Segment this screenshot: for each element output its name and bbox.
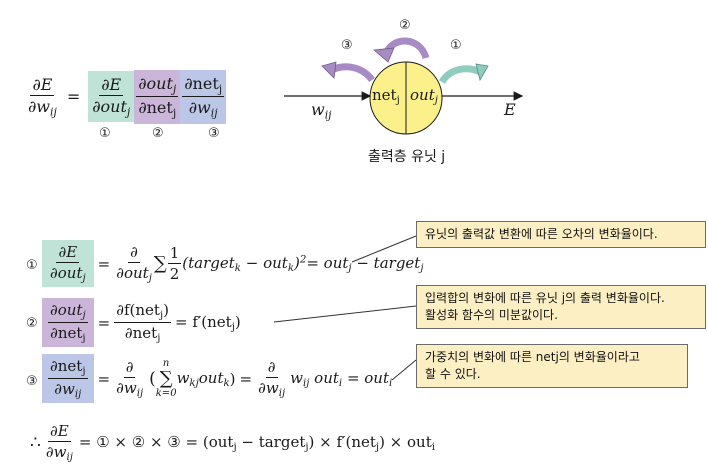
neuron-diagram [284, 37, 524, 135]
eq3-lhs-box: ∂netj ∂wij [42, 354, 94, 404]
neuron-marker-2: ② [399, 18, 411, 33]
marker-2: ② [152, 126, 164, 141]
eq3-derivative-2: ∂ ∂wij [258, 358, 286, 400]
eq3-derivative: ∂ ∂wij [116, 358, 144, 400]
neuron-net-label: netj [372, 86, 400, 107]
note-2: 입력합의 변화에 따른 유닛 j의 출력 변화율이다. 활성화 함수의 미분값이… [416, 285, 706, 329]
eq2-lhs-box: ∂outj ∂netj [42, 298, 94, 348]
top-lhs-fraction: ∂E ∂wij [28, 75, 57, 119]
eq3-sum: n ∑ k=0 [155, 357, 177, 399]
final-equation: ∴ ∂E ∂wij = ① × ② × ③ = (outj − targetj)… [30, 422, 436, 464]
eq1-sum: ∑ [153, 253, 167, 275]
eq1-marker: ① [26, 258, 38, 273]
output-error-label: E [504, 100, 516, 119]
marker-1: ① [99, 126, 111, 141]
leader-1 [351, 235, 417, 263]
equation-1: ∂E ∂outj = ∂ ∂outj ∑ 1 2 (targetk − outk… [42, 240, 424, 288]
marker-3: ③ [208, 126, 220, 141]
final-lhs-fraction: ∂E ∂wij [45, 422, 73, 464]
eq3-marker: ③ [26, 374, 38, 389]
top-chain-equation: ∂E ∂wij = ∂E ∂outj ∂outj ∂netj ∂netj ∂wi… [26, 70, 227, 124]
input-weight-label: wij [311, 100, 332, 122]
eq1-lhs-box: ∂E ∂outj [42, 240, 94, 288]
top-equals: = [66, 87, 81, 107]
note-3: 가중치의 변화에 따른 netj의 변화율이라고 할 수 있다. [416, 344, 688, 388]
term2-box: ∂outj ∂netj [134, 70, 181, 124]
leader-3 [391, 359, 417, 381]
teal-arrow-right [438, 65, 482, 85]
eq1-derivative: ∂ ∂outj [116, 243, 152, 285]
neuron-caption: 출력층 유닛 j [368, 149, 446, 165]
equation-3: ∂netj ∂wij = ∂ ∂wij ( n ∑ k=0 wkjoutk ) … [42, 354, 392, 404]
note-1: 유닛의 출력값 변환에 따른 오차의 변화율이다. [416, 221, 706, 248]
term1-box: ∂E ∂outj [88, 71, 135, 123]
term3-box: ∂netj ∂wij [180, 70, 227, 124]
eq2-derivative: ∂f(netj) ∂netj [114, 301, 171, 345]
neuron-marker-1: ① [450, 38, 462, 53]
neuron-marker-3: ③ [341, 38, 353, 53]
eq2-marker: ② [26, 316, 38, 331]
eq1-half: 1 2 [167, 244, 182, 284]
leader-2 [273, 305, 417, 323]
equation-2: ∂outj ∂netj = ∂f(netj) ∂netj = f′(netj) [42, 298, 241, 348]
neuron-out-label: outj [410, 86, 438, 107]
